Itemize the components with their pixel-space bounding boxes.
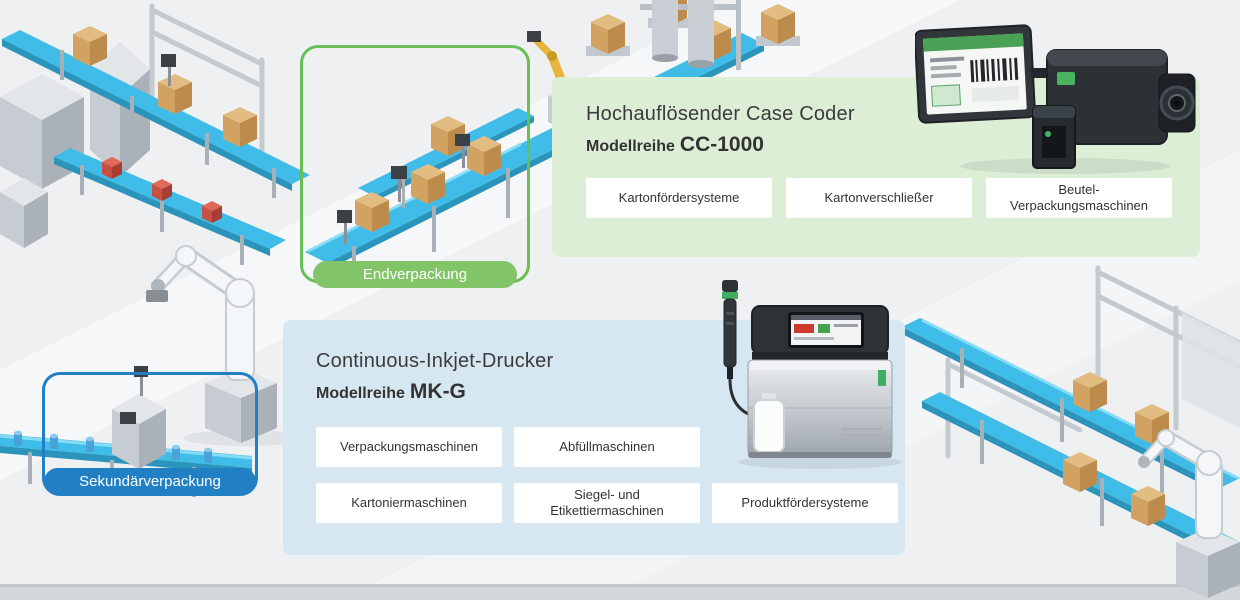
machine-type-chip: Kartoniermaschinen: [316, 483, 502, 523]
mk-g-product-image: [722, 280, 902, 469]
upper-left-packaging-machines: [0, 3, 310, 265]
model-name: CC-1000: [679, 133, 764, 156]
center-robot-arm: [146, 245, 307, 446]
model-prefix: Modellreihe: [586, 138, 675, 155]
machine-type-chip: Beutel-Verpackungsmaschinen: [986, 178, 1172, 218]
machine-type-chip: Abfüllmaschinen: [514, 427, 700, 467]
cc-1000-touchscreen: [915, 24, 1036, 124]
sekundaerverpackung-highlight-box: Sekundärverpackung: [42, 372, 258, 496]
machine-type-chip: Kartonverschließer: [786, 178, 972, 218]
machine-type-chip: Siegel- und Etikettiermaschinen: [514, 483, 700, 523]
cc-1000-print-unit: [1031, 49, 1196, 169]
model-name: MK-G: [409, 380, 466, 403]
inkjet-machine-types: Verpackungsmaschinen Abfüllmaschinen Kar…: [316, 427, 898, 523]
endverpackung-label: Endverpackung: [313, 261, 517, 288]
case-coder-machine-types: Kartonfördersysteme Kartonverschließer B…: [586, 178, 1172, 218]
machine-type-chip: Produktfördersysteme: [712, 483, 898, 523]
bottom-right-robot-arm: [1138, 429, 1240, 598]
case-coder-title: Hochauflösender Case Coder: [586, 103, 855, 125]
labeling-machine: [112, 366, 166, 469]
mk-g-printhead-wand: [722, 280, 769, 422]
mk-g-ink-bottle: [753, 393, 785, 453]
cc-1000-product-image: [915, 24, 1196, 174]
sekundaerverpackung-label: Sekundärverpackung: [44, 468, 256, 495]
cc-1000-ink-cartridge: [1032, 105, 1076, 169]
machine-type-chip: Verpackungsmaschinen: [316, 427, 502, 467]
machine-type-chip: Kartonfördersysteme: [586, 178, 772, 218]
inkjet-title: Continuous-Inkjet-Drucker: [316, 350, 554, 372]
mk-g-printer-unit: [747, 305, 893, 458]
endverpackung-conveyor: [305, 108, 544, 284]
wrapping-machine: [640, 0, 741, 70]
endverpackung-highlight-box: Endverpackung: [300, 45, 530, 288]
model-prefix: Modellreihe: [316, 385, 405, 402]
